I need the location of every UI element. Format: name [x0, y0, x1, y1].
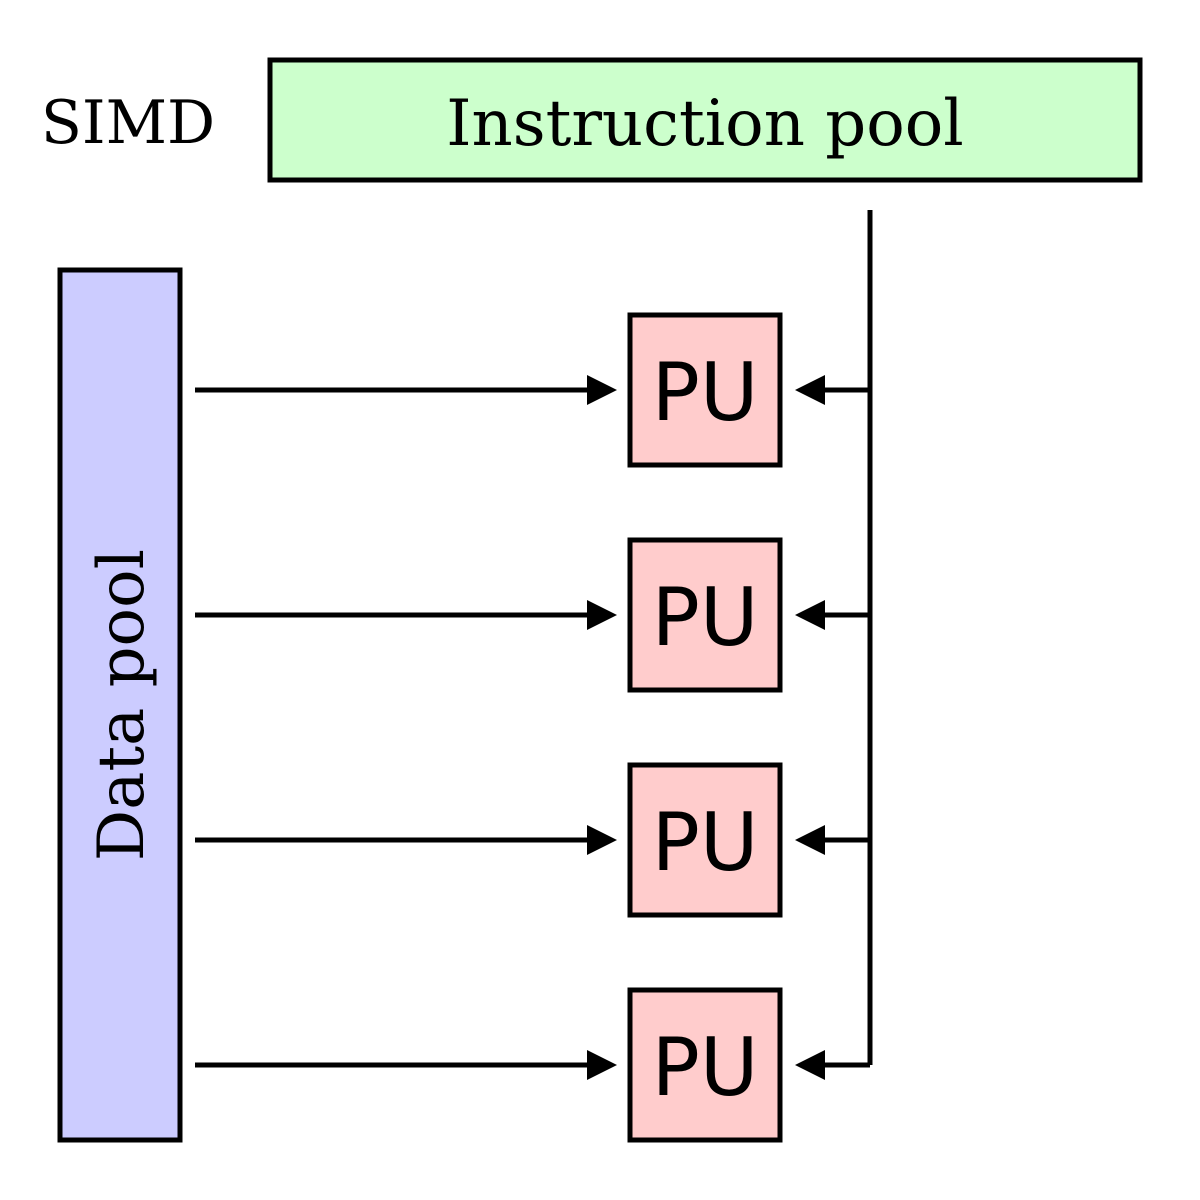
data-pool: Data pool [57, 267, 183, 1143]
data-pool-box [57, 267, 183, 1143]
pu-label: PU [652, 571, 759, 664]
architecture-label: SIMD [41, 88, 215, 158]
pu-label: PU [652, 796, 759, 889]
instruction-pool-box [267, 57, 1143, 183]
data-pool-label: Data pool [85, 549, 159, 861]
pu-row-4: PU [195, 987, 870, 1143]
pu-box [627, 987, 783, 1143]
pu-box [627, 312, 783, 468]
instruction-pool-label: Instruction pool [446, 87, 964, 161]
pu-row-1: PU [195, 312, 870, 468]
pu-row-2: PU [195, 537, 870, 693]
instruction-pool: Instruction pool [267, 57, 1143, 183]
pu-row-3: PU [195, 762, 870, 918]
pu-box [627, 537, 783, 693]
pu-label: PU [652, 346, 759, 439]
pu-box [627, 762, 783, 918]
pu-label: PU [652, 1021, 759, 1114]
